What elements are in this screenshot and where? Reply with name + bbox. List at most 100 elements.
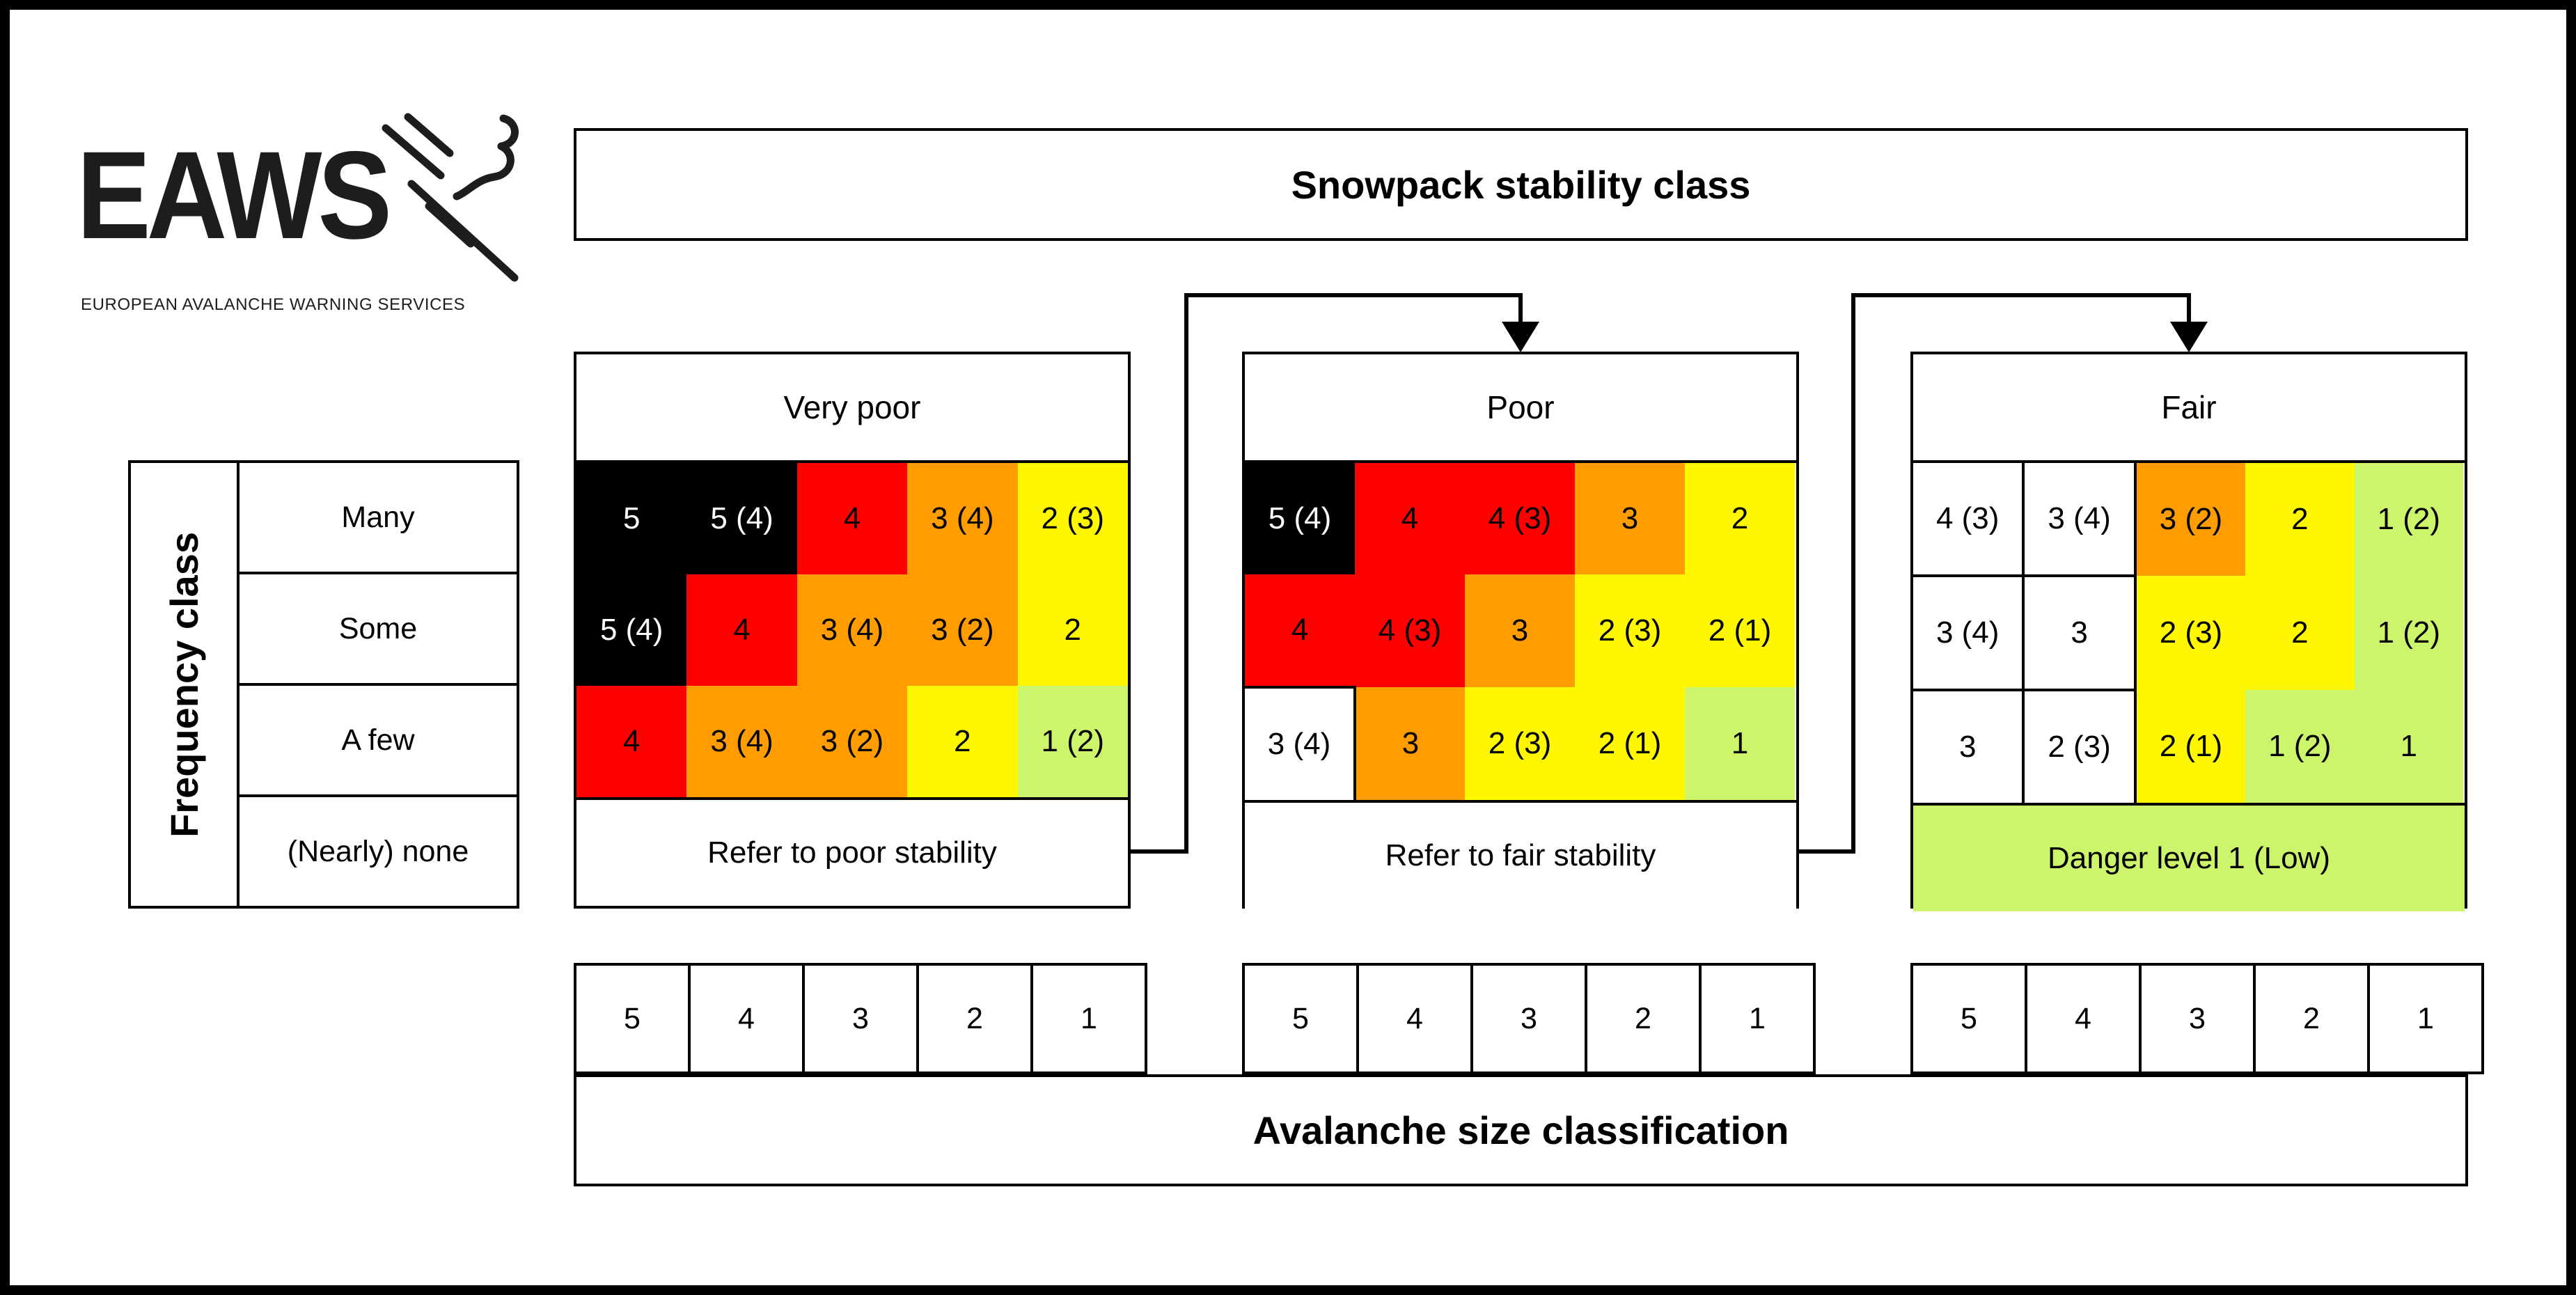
- matrix-cell: 4 (3): [1913, 463, 2025, 577]
- eaws-logo-wordmark: EAWS: [77, 125, 392, 265]
- size-cell: 4: [2025, 963, 2142, 1074]
- matrix-poor: Poor 5 (4) 4 4 (3) 3 2 4 4 (3) 3 2 (3) 2…: [1242, 352, 1799, 909]
- matrix-cell: 1 (2): [2245, 690, 2355, 803]
- matrix-cell: 1: [2354, 690, 2463, 803]
- matrix-title: Very poor: [576, 354, 1128, 463]
- matrix-cell: 5 (4): [1245, 463, 1355, 574]
- matrix-cell: 3: [2022, 574, 2137, 691]
- matrix-cell: 3: [1575, 463, 1685, 574]
- matrix-cell: 2 (3): [1465, 687, 1575, 800]
- size-cell: 2: [1585, 963, 1702, 1074]
- size-scale-row: 5 4 3 2 1: [1242, 963, 1816, 1074]
- matrix-cell: 4: [576, 686, 687, 797]
- matrix-cell: 4: [686, 574, 797, 686]
- skier-icon: [382, 113, 519, 282]
- matrix-cell: 4 (3): [1355, 574, 1465, 687]
- matrix-cell: 1 (2): [2354, 576, 2463, 690]
- matrix-cell: 2: [907, 686, 1018, 797]
- matrix-cell: 2: [1017, 574, 1128, 686]
- frequency-row-some: Some: [239, 574, 517, 686]
- size-cell: 1: [1030, 963, 1147, 1074]
- matrix-cell: 2 (1): [1685, 574, 1795, 687]
- matrix-footer-danger-level-1: Danger level 1 (Low): [1913, 803, 2465, 911]
- size-cell: 4: [688, 963, 805, 1074]
- matrix-cell: 3 (4): [796, 574, 908, 686]
- matrix-cell: 5 (4): [686, 463, 797, 574]
- size-cell: 5: [1242, 963, 1359, 1074]
- matrix-row: 4 (3) 3 (4) 3 (2) 2 1 (2): [1913, 463, 2463, 577]
- matrix-cell: 3: [1913, 689, 2025, 803]
- size-cell: 4: [1356, 963, 1473, 1074]
- matrix-grid: 5 (4) 4 4 (3) 3 2 4 4 (3) 3 2 (3) 2 (1) …: [1245, 463, 1796, 800]
- matrix-cell: 1: [1685, 687, 1795, 800]
- matrix-cell: 2: [2245, 463, 2355, 576]
- matrix-footer-refer-fair: Refer to fair stability: [1245, 800, 1796, 909]
- size-scale-very-poor: 5 4 3 2 1: [574, 963, 1147, 1074]
- size-cell: 3: [802, 963, 919, 1074]
- matrix-cell: 3 (2): [796, 686, 908, 797]
- matrix-grid: 5 5 (4) 4 3 (4) 2 (3) 5 (4) 4 3 (4) 3 (2…: [576, 463, 1128, 797]
- size-cell: 2: [916, 963, 1033, 1074]
- matrix-cell: 2 (3): [2135, 576, 2246, 690]
- frequency-row-a-few: A few: [239, 686, 517, 797]
- size-cell: 2: [2253, 963, 2370, 1074]
- matrix-fair: Fair 4 (3) 3 (4) 3 (2) 2 1 (2) 3 (4) 3 2…: [1910, 352, 2467, 911]
- matrix-row: 3 (4) 3 2 (3) 2 1 (2): [1913, 574, 2463, 691]
- matrix-cell: 1 (2): [1017, 686, 1128, 797]
- matrix-cell: 5 (4): [576, 574, 687, 686]
- matrix-cell: 3 (4): [907, 463, 1018, 574]
- matrix-row: 4 4 (3) 3 2 (3) 2 (1): [1245, 574, 1795, 687]
- matrix-cell: 2 (1): [1575, 687, 1685, 800]
- matrix-row: 5 5 (4) 4 3 (4) 2 (3): [576, 463, 1128, 574]
- matrix-cell: 3: [1355, 687, 1465, 800]
- size-scale-row: 5 4 3 2 1: [1910, 963, 2484, 1074]
- frequency-class-label-text: Frequency class: [162, 531, 206, 838]
- matrix-row: 3 2 (3) 2 (1) 1 (2) 1: [1913, 689, 2463, 803]
- matrix-cell: 4: [1355, 463, 1465, 574]
- matrix-title: Fair: [1913, 354, 2465, 463]
- frequency-row-many: Many: [239, 463, 517, 574]
- matrix-cell: 2: [2245, 576, 2355, 690]
- matrix-row: 5 (4) 4 3 (4) 3 (2) 2: [576, 574, 1128, 686]
- snowpack-stability-header: Snowpack stability class: [574, 128, 2468, 241]
- matrix-cell: 3 (2): [907, 574, 1018, 686]
- matrix-cell: 5: [576, 463, 687, 574]
- matrix-cell: 3 (4): [686, 686, 797, 797]
- size-cell: 1: [2367, 963, 2484, 1074]
- size-cell: 3: [2139, 963, 2256, 1074]
- matrix-footer-refer-poor: Refer to poor stability: [576, 797, 1128, 906]
- size-scale-poor: 5 4 3 2 1: [1242, 963, 1816, 1074]
- matrix-cell: 4 (3): [1465, 463, 1575, 574]
- size-cell: 3: [1470, 963, 1587, 1074]
- matrix-cell: 4: [1245, 574, 1355, 687]
- size-scale-fair: 5 4 3 2 1: [1910, 963, 2484, 1074]
- size-cell: 5: [1910, 963, 2027, 1074]
- size-cell: 5: [574, 963, 691, 1074]
- avalanche-size-header: Avalanche size classification: [574, 1074, 2468, 1186]
- matrix-cell: 2 (3): [2022, 689, 2137, 803]
- matrix-cell: 3: [1465, 574, 1575, 687]
- matrix-cell: 1 (2): [2354, 463, 2463, 576]
- frequency-rows: Many Some A few (Nearly) none: [239, 463, 517, 906]
- size-scale-row: 5 4 3 2 1: [574, 963, 1147, 1074]
- frequency-row-nearly-none: (Nearly) none: [287, 834, 469, 868]
- eaws-logo-subtitle: EUROPEAN AVALANCHE WARNING SERVICES: [81, 295, 466, 314]
- size-cell: 1: [1699, 963, 1816, 1074]
- matrix-cell: 3 (4): [2022, 463, 2137, 577]
- matrix-cell: 2 (1): [2135, 690, 2246, 803]
- frequency-class-table: Frequency class Many Some A few (Nearly)…: [128, 460, 519, 909]
- matrix-cell: 3 (4): [1245, 686, 1356, 800]
- matrix-cell: 3 (4): [1913, 574, 2025, 691]
- matrix-very-poor: Very poor 5 5 (4) 4 3 (4) 2 (3) 5 (4) 4 …: [574, 352, 1131, 909]
- matrix-row: 3 (4) 3 2 (3) 2 (1) 1: [1245, 686, 1795, 800]
- matrix-row: 5 (4) 4 4 (3) 3 2: [1245, 463, 1795, 574]
- matrix-cell: 2 (3): [1575, 574, 1685, 687]
- frequency-class-label: Frequency class: [131, 463, 239, 906]
- matrix-row: 4 3 (4) 3 (2) 2 1 (2): [576, 686, 1128, 797]
- matrix-title: Poor: [1245, 354, 1796, 463]
- matrix-cell: 2: [1685, 463, 1795, 574]
- matrix-grid: 4 (3) 3 (4) 3 (2) 2 1 (2) 3 (4) 3 2 (3) …: [1913, 463, 2465, 803]
- matrix-cell: 4: [796, 463, 908, 574]
- matrix-cell: 2 (3): [1017, 463, 1128, 574]
